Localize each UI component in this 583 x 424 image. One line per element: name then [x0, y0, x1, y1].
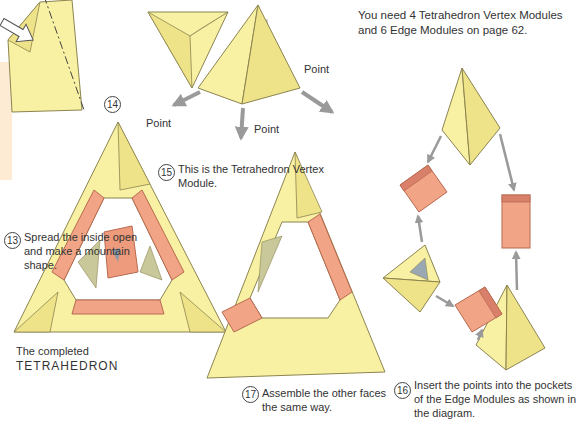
- vertex-facet: [118, 122, 150, 190]
- caption-text: The completed: [16, 344, 89, 358]
- paper-facet: [148, 12, 192, 88]
- point-label: Point: [254, 122, 279, 136]
- vertex-facet: [180, 292, 226, 332]
- edge-module: [72, 300, 164, 314]
- instruction-text: Insert the points into the pockets of th…: [414, 378, 577, 420]
- inner-facet: [140, 246, 162, 280]
- instruction-text: This is the Tetrahedron Vertex Module.: [178, 162, 348, 190]
- requirement-note: You need 4 Tetrahedron Vertex Modules an…: [358, 8, 573, 37]
- insert-arrow: [436, 296, 453, 306]
- insert-arrow: [516, 252, 517, 290]
- pyramid-face: [383, 245, 440, 282]
- fold-line: [44, 0, 84, 110]
- completed-tetrahedron: [14, 122, 226, 332]
- callout-number: 14: [104, 96, 121, 113]
- edge-module: [222, 298, 262, 332]
- paper-pocket: [190, 12, 228, 36]
- callout-number: 16: [394, 382, 411, 399]
- pyramid-face: [462, 68, 500, 165]
- callout-number: 17: [242, 386, 259, 403]
- vertex-facet: [295, 152, 322, 218]
- pyramid-pocket: [410, 258, 428, 280]
- edge-module: [132, 190, 184, 280]
- insert-arrow: [500, 134, 514, 190]
- tetrahedron-frame: [207, 152, 385, 378]
- edge-module-end: [400, 165, 432, 191]
- pyramid-face: [383, 278, 440, 312]
- paper-shape: [8, 0, 82, 112]
- vertex-module: [174, 5, 332, 138]
- assembly-diagram: [383, 68, 545, 370]
- edge-module: [400, 165, 447, 212]
- tetrahedron-frame: [14, 122, 226, 332]
- step13-fold: [0, 0, 84, 180]
- instruction-text: Spread the inside open and make a mounta…: [24, 230, 142, 272]
- caption-title: TETRAHEDRON: [16, 359, 118, 374]
- vertex-facet: [14, 292, 58, 332]
- point-arrow: [241, 108, 243, 138]
- edge-module: [308, 214, 352, 300]
- point-label: Point: [304, 62, 329, 76]
- callout-number: 15: [158, 164, 175, 181]
- partial-tetrahedron: [207, 152, 385, 378]
- point-arrow: [174, 92, 200, 105]
- insert-arrow: [428, 136, 441, 162]
- point-arrow: [302, 92, 332, 112]
- insert-arrow: [418, 216, 422, 242]
- push-arrow: [0, 13, 38, 48]
- instruction-text: Assemble the other faces the same way.: [262, 386, 387, 414]
- pyramid-face: [506, 285, 545, 370]
- edge-module-end: [502, 195, 530, 202]
- inner-facet: [258, 236, 282, 292]
- pyramid-face: [242, 5, 300, 104]
- callout-number: 13: [4, 232, 21, 249]
- insert-arrow: [478, 330, 482, 340]
- edge-module-end: [479, 287, 502, 318]
- edge-module: [455, 287, 502, 332]
- edge-module: [502, 195, 530, 248]
- point-label: Point: [146, 116, 171, 130]
